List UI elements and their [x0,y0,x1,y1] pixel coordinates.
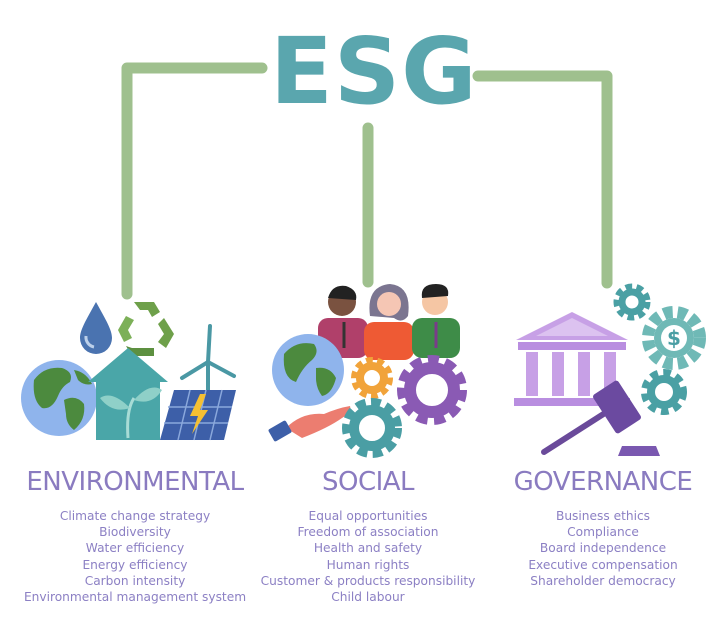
hand-icon [268,406,351,442]
bank-building-icon [514,312,630,406]
pillar-item: Business ethics [555,509,651,523]
pillar-item-list: Climate change strategy Biodiversity Wat… [10,508,260,605]
solar-panel-icon [160,389,236,441]
gear-icon [613,283,651,321]
pillar-item: Equal opportunities [308,509,428,523]
pillar-item: Shareholder democracy [530,573,676,588]
pillar-social: SOCIAL Equal opportunities Freedom of as… [250,462,486,605]
dollar-gear-icon: $ [642,306,706,370]
pillar-item: Water efficiency [85,541,185,556]
environment-illustration [21,302,236,441]
pillar-item: Biodiversity [99,525,171,540]
governance-illustration: $ [514,283,706,456]
pillar-item: Executive compensation [528,557,678,572]
water-drop-icon [80,302,112,354]
social-illustration [268,284,467,458]
lightning-icon [190,394,208,434]
pillar-heading: GOVERNANCE [513,467,693,497]
pillar-item-list: Equal opportunities Freedom of associati… [250,508,486,605]
pillar-heading: SOCIAL [321,467,415,497]
pillar-item-list: Business ethics Compliance Board indepen… [490,508,716,589]
globe-icon [272,334,344,406]
pillar-item: Energy efficiency [82,557,188,572]
gavel-icon [541,380,660,456]
gear-icon [641,369,687,415]
wind-turbine-icon [180,324,236,396]
house-plant-icon [88,348,168,440]
pillar-governance: GOVERNANCE Business ethics Compliance Bo… [490,462,716,589]
pillar-item: Carbon intensity [84,573,186,588]
people-icon [318,284,460,360]
dollar-icon: $ [667,326,681,350]
pillar-item: Health and safety [313,541,423,556]
pillar-item: Climate change strategy [59,509,211,523]
pillar-item: Freedom of association [297,525,439,540]
gear-icon-teal [342,398,402,458]
pillar-environmental: ENVIRONMENTAL Climate change strategy Bi… [10,462,260,605]
connector-environmental [121,62,268,300]
pillar-item: Compliance [567,525,639,540]
globe-icon [21,360,97,436]
connector-governance [472,70,613,289]
pillar-item: Customer & products responsibility [260,573,476,588]
pillar-item: Environmental management system [23,590,247,605]
pillar-heading: ENVIRONMENTAL [26,467,244,497]
pillar-item: Human rights [326,557,410,572]
gear-icon-orange [351,357,393,399]
recycle-icon [118,302,174,356]
gear-icon-purple [397,355,467,425]
esg-title: ESG [270,18,478,125]
pillar-item: Child labour [331,590,405,605]
pillar-item: Board independence [539,541,667,556]
